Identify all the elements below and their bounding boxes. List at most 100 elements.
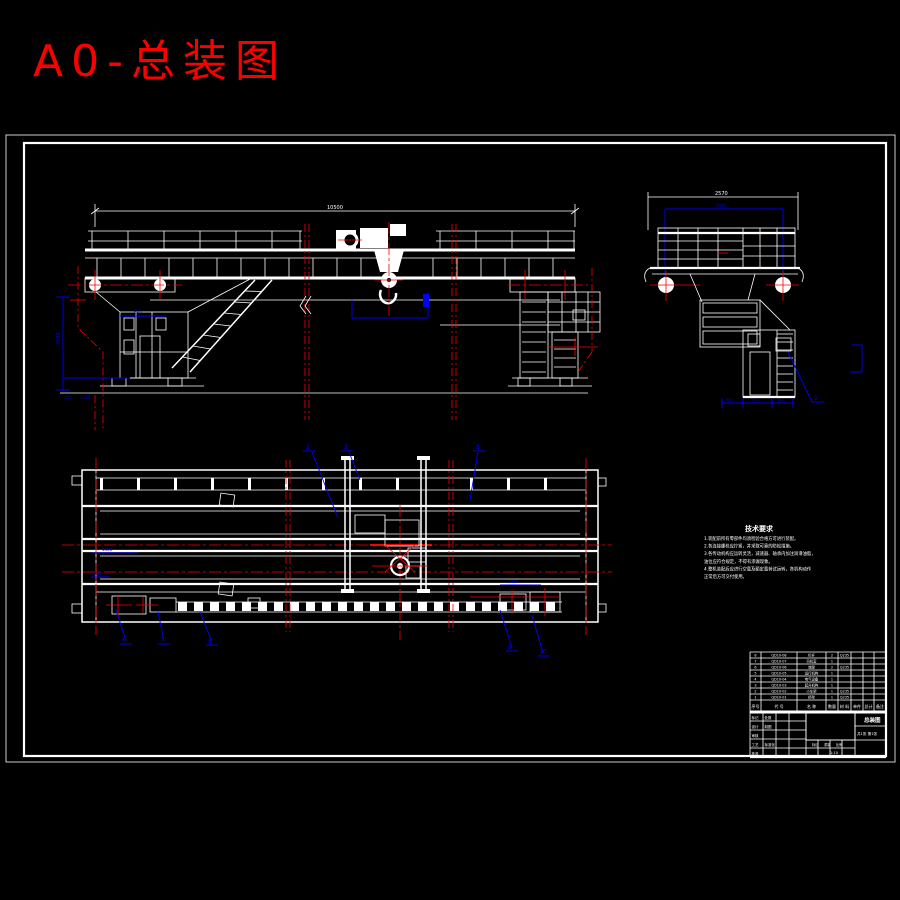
dim-plan-left-2: 240	[94, 571, 102, 576]
titleblock-label: 标记	[812, 742, 819, 747]
balloon-side: 1	[814, 395, 818, 402]
bom-cell: QD10-08	[771, 654, 786, 658]
bom-header: 名 称	[807, 703, 816, 709]
bom-header: 序号	[752, 703, 760, 709]
cab-left	[95, 277, 253, 387]
dim-plan-left-1: 1500	[102, 547, 113, 552]
dim-front-base-2: 1160	[80, 395, 91, 400]
titleblock-label: 标准化	[765, 742, 776, 747]
svg-text:6: 6	[122, 637, 126, 644]
bom-cell: 5	[754, 672, 756, 676]
bom-cell: 1	[754, 696, 756, 700]
bom-cell: QD10-07	[771, 660, 786, 664]
tech-notes-title: 技术要求	[745, 524, 774, 533]
bom-cell: Q235	[840, 690, 849, 694]
bom-cell: 电气设备	[805, 677, 819, 682]
front-view: 10500	[56, 204, 601, 430]
plan-railing-posts	[100, 478, 547, 490]
bom-cell: 1	[831, 678, 833, 682]
titleblock-label: 制图	[765, 724, 773, 729]
trolley-hoist	[336, 222, 429, 319]
support-right	[508, 291, 601, 387]
drawing-name: 总装图	[864, 716, 881, 724]
bom-cell: Q235	[840, 666, 849, 670]
svg-text:7: 7	[160, 637, 164, 644]
bom-cell: 8	[754, 654, 756, 658]
drawing-frame	[5, 134, 896, 763]
travel-drive	[106, 588, 562, 616]
tech-note-line: 4.整机装配后应进行空载及额定载荷试运转，各机构动作	[704, 565, 812, 572]
bom-cell: QD10-05	[771, 672, 786, 676]
dim-plan-right-1: 1400	[508, 579, 519, 584]
svg-text:2: 2	[306, 444, 310, 451]
titleblock-label: 审核	[752, 733, 760, 738]
stair-rungs	[182, 290, 262, 361]
tech-note-line: 2.各连接螺栓应拧紧，并采取可靠的防松措施。	[704, 543, 794, 550]
titleblock-label: 标记	[752, 715, 760, 720]
bom-cell: 2	[754, 690, 756, 694]
svg-text:3: 3	[344, 444, 348, 451]
dim-front-height: 3500	[56, 332, 62, 345]
girder-diaphragms	[96, 258, 554, 278]
svg-text:5: 5	[476, 444, 480, 451]
bom-header: 总计	[865, 703, 873, 709]
titleblock-label: 比例	[836, 742, 842, 747]
bom-cell: 1	[831, 684, 833, 688]
dim-side-base-3: 400	[778, 398, 785, 402]
title-block: 标记设计审核工艺批准处数制图标准化标记重量比例 总装图 共1张 第1张 1:10	[749, 711, 887, 759]
bom-cell: QD10-01	[771, 696, 786, 700]
svg-text:8: 8	[208, 638, 212, 645]
bom-cell: 1	[831, 672, 833, 676]
scale-value: 1:10	[830, 751, 839, 755]
bom-cell: 运行机构	[805, 671, 819, 676]
bom-cell: 2	[831, 666, 833, 670]
bom-cell: 7	[754, 660, 756, 664]
titleblock-label: 批准	[752, 751, 760, 756]
tech-note-line: 正常后方可交付使用。	[704, 573, 747, 580]
svg-text:9: 9	[508, 644, 512, 651]
titleblock-label: 工艺	[752, 742, 760, 747]
dim-front-cab: 680	[134, 310, 142, 315]
bom-header: 备注	[876, 703, 884, 709]
bom-cell: 4	[754, 678, 756, 682]
bom-cell: 1	[831, 660, 833, 664]
bom-cell: 桥架	[808, 695, 815, 700]
titleblock-label: 重量	[824, 742, 831, 747]
dim-side-base-1: 400	[726, 398, 733, 402]
titleblock-label: 处数	[765, 715, 773, 720]
bom-cell: 端梁	[808, 665, 815, 670]
dim-front-base-1: 150	[64, 395, 72, 400]
svg-text:10: 10	[539, 649, 547, 656]
side-view: 2570 2000	[644, 191, 863, 408]
bom-header: 代 号	[774, 703, 783, 709]
tech-notes: 技术要求 1.装配前所有零部件均须检验合格方可进行装配。2.各连接螺栓应拧紧，并…	[704, 524, 816, 580]
plan-balloons: 2 3 5 6 7 8 9 10	[115, 444, 549, 657]
plan-trolley	[354, 514, 428, 579]
plan-view: 2 3 5 6 7 8 9 10 1500 240	[62, 444, 612, 657]
bom-cell: Q235	[840, 696, 849, 700]
bom-header: 单件	[853, 703, 861, 709]
bom-header: 材 料	[840, 703, 849, 709]
dim-side-wheelbase: 2000	[716, 203, 727, 208]
page-title: A0-总装图	[33, 36, 287, 87]
handrail-posts	[91, 231, 575, 250]
bom-cell: 起升机构	[805, 683, 819, 688]
tech-note-line: 3.各传动机构应运转灵活，减速器、轴承内加注润滑油脂，	[704, 550, 816, 557]
bom-cell: 小车架	[806, 689, 817, 694]
bom-cell: 3	[754, 684, 756, 688]
sheet-info: 共1张 第1张	[857, 731, 877, 736]
bom-cell: 6	[754, 666, 756, 670]
side-cab-ladder	[777, 333, 793, 391]
dim-side-base-2: 570	[752, 398, 759, 402]
bom-cell: 1	[831, 690, 833, 694]
bom-cell: QD10-06	[771, 666, 786, 670]
tech-note-line: 油位应符合规定，不得有渗漏现象。	[704, 558, 773, 565]
bom-cell: QD10-04	[771, 678, 786, 682]
dim-front-top: 10500	[327, 205, 343, 211]
bom-cell: Q235	[840, 654, 849, 658]
bom-cell: 司机室	[806, 659, 817, 664]
bom-cell: QD10-02	[771, 690, 786, 694]
bom-cell: 栏杆	[808, 653, 815, 658]
